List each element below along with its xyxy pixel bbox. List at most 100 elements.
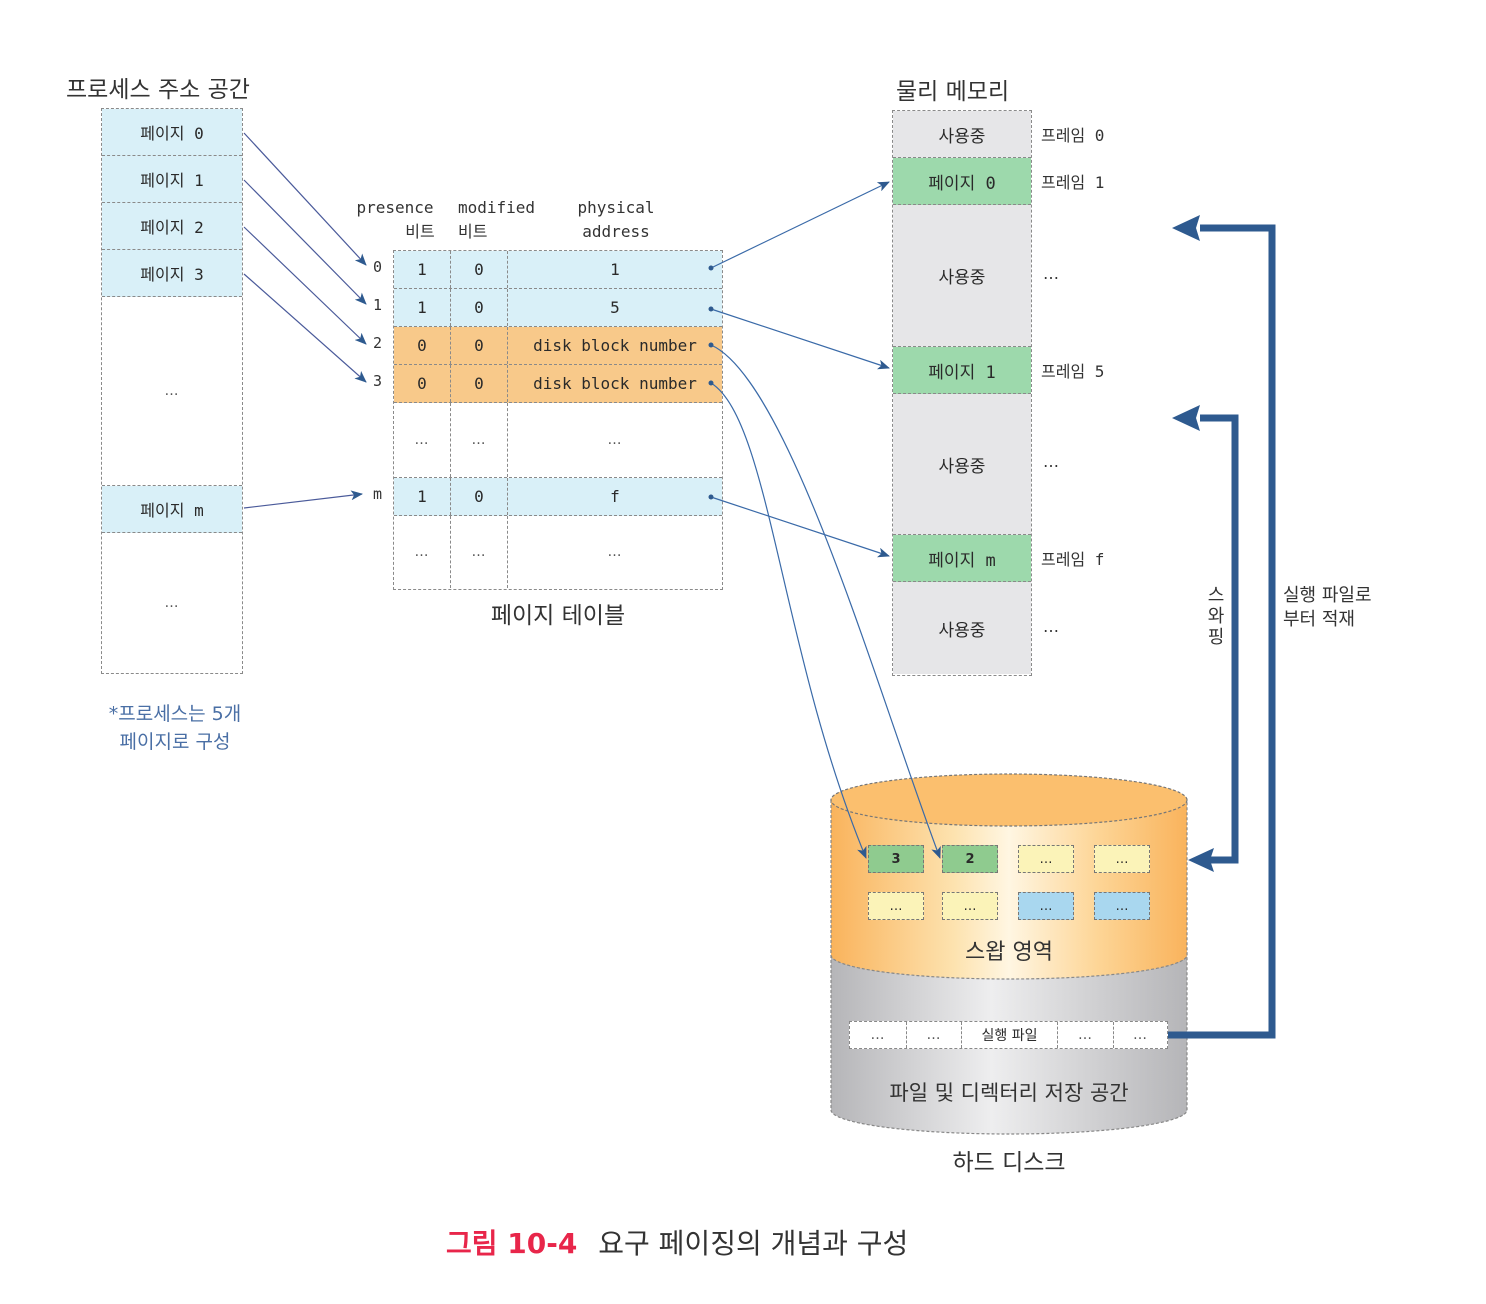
- physical-address: disk block number: [533, 374, 697, 393]
- ellipsis: …: [164, 594, 180, 611]
- memory-frame-0: 사용중: [893, 111, 1031, 158]
- header-line: address: [582, 222, 650, 241]
- swap-block-page-2: 2: [942, 845, 998, 873]
- page-label: 페이지 3: [140, 265, 204, 284]
- frame-label: …: [1043, 264, 1060, 283]
- frame-content: 페이지 0: [928, 173, 996, 194]
- frame-arrow-m: [710, 496, 890, 558]
- file-block: …: [1058, 1022, 1114, 1048]
- modified-bit: 0: [451, 289, 508, 326]
- frame-arrow-1: [710, 308, 890, 370]
- fs-area-label: 파일 및 디렉터리 저장 공간: [889, 1081, 1129, 1105]
- note-line-2: 페이지로 구성: [119, 731, 231, 753]
- file-block: …: [850, 1022, 907, 1048]
- ellipsis: …: [394, 516, 451, 588]
- file-block: …: [1133, 1027, 1148, 1043]
- disk-arrow-3: [710, 382, 867, 859]
- header-line: 비트: [458, 222, 488, 241]
- frame-label: 프레임 f: [1041, 550, 1105, 569]
- modified-bit: 0: [451, 251, 508, 288]
- frame-label: 프레임 0: [1041, 126, 1105, 145]
- frame-content: 사용중: [938, 456, 986, 477]
- label-line: 부터 적재: [1283, 609, 1355, 630]
- frame-content: 페이지 1: [928, 362, 996, 383]
- memory-used-block: 사용중: [893, 582, 1031, 674]
- file-block: …: [907, 1022, 962, 1048]
- page-table-row-gap: … … …: [394, 403, 722, 478]
- ellipsis: …: [394, 403, 451, 477]
- memory-frame-1: 페이지 0: [893, 158, 1031, 205]
- frame-content: 페이지 m: [928, 550, 996, 571]
- swap-block: …: [1094, 845, 1150, 873]
- process-gap: …: [102, 297, 242, 486]
- pointer-dot: [708, 494, 714, 500]
- header-line: physical: [577, 198, 655, 217]
- physical-memory: 사용중 페이지 0 사용중 페이지 1 사용중 페이지 m 사용중: [892, 110, 1032, 676]
- swap-area-label: 스왑 영역: [965, 940, 1053, 965]
- label-char: 와: [1207, 606, 1225, 627]
- header-line: 비트: [405, 222, 435, 241]
- memory-used-block: 사용중: [893, 205, 1031, 347]
- presence-bit: 0: [394, 327, 451, 364]
- process-address-space: 페이지 0 페이지 1 페이지 2 페이지 3 … 페이지 m …: [101, 108, 243, 674]
- row-index: 1: [373, 296, 383, 314]
- memory-used-block: 사용중: [893, 394, 1031, 535]
- pointer-dot: [708, 380, 714, 386]
- label-char: 핑: [1207, 627, 1225, 648]
- frame-label: …: [1043, 617, 1060, 636]
- note-line-1: *프로세스는 5개: [108, 703, 242, 725]
- frame-arrow-0: [710, 181, 890, 269]
- ellipsis: …: [451, 516, 508, 588]
- block-label: 3: [891, 851, 901, 867]
- page-table-row-m: 1 0 f: [394, 478, 722, 516]
- block-label: …: [1039, 851, 1053, 867]
- swap-block: …: [1018, 845, 1074, 873]
- ellipsis: …: [164, 383, 180, 399]
- pointer-dot: [708, 342, 714, 348]
- frame-label: 프레임 1: [1041, 173, 1105, 192]
- figure-caption: 그림 10-4 요구 페이징의 개념과 구성: [446, 1222, 908, 1262]
- physical-address: f: [610, 487, 620, 506]
- row-index: 0: [373, 258, 383, 276]
- swap-block: …: [942, 892, 998, 920]
- presence-bit: 1: [394, 478, 451, 515]
- pointer-dot: [708, 306, 714, 312]
- executable-file-block: 실행 파일: [962, 1022, 1058, 1048]
- row-index: 2: [373, 334, 383, 352]
- presence-bit: 1: [394, 251, 451, 288]
- frame-label: 프레임 5: [1041, 362, 1105, 381]
- header-line: presence: [356, 198, 434, 217]
- figure-title: 요구 페이징의 개념과 구성: [598, 1227, 909, 1260]
- page-table-row-0: 1 0 1: [394, 251, 722, 289]
- swapping-arrow: [1200, 414, 1239, 864]
- frame-label: …: [1043, 452, 1060, 471]
- block-label: …: [889, 898, 903, 914]
- load-arrowhead: [1172, 215, 1200, 241]
- presence-bit: 1: [394, 289, 451, 326]
- frame-content: 사용중: [938, 268, 986, 288]
- map-arrow-page-m: [243, 490, 363, 509]
- process-page-0: 페이지 0: [102, 109, 242, 156]
- frame-content: 사용중: [938, 620, 986, 641]
- physical-memory-title: 물리 메모리: [896, 79, 1010, 105]
- hard-disk-caption: 하드 디스크: [952, 1150, 1066, 1176]
- disk-swap-body: [830, 799, 1188, 980]
- block-label: …: [1115, 898, 1129, 914]
- process-page-3: 페이지 3: [102, 250, 242, 297]
- modified-bit: 0: [451, 327, 508, 364]
- page-table: 1 0 1 1 0 5 0 0 disk block number 0 0 di…: [393, 250, 723, 590]
- process-space-title: 프로세스 주소 공간: [66, 77, 250, 103]
- memory-frame-5: 페이지 1: [893, 347, 1031, 394]
- page-label: 페이지 1: [140, 171, 204, 190]
- disk-arrow-2: [710, 344, 941, 859]
- page-label: 페이지 2: [140, 218, 204, 237]
- page-table-row-2: 0 0 disk block number: [394, 327, 722, 365]
- modified-bit: 0: [451, 365, 508, 402]
- block-label: …: [1039, 898, 1053, 914]
- figure-number: 그림 10-4: [446, 1227, 578, 1260]
- page-table-row-3: 0 0 disk block number: [394, 365, 722, 403]
- map-arrow-page-0: [243, 132, 367, 266]
- process-page-1: 페이지 1: [102, 156, 242, 203]
- presence-bit: 0: [394, 365, 451, 402]
